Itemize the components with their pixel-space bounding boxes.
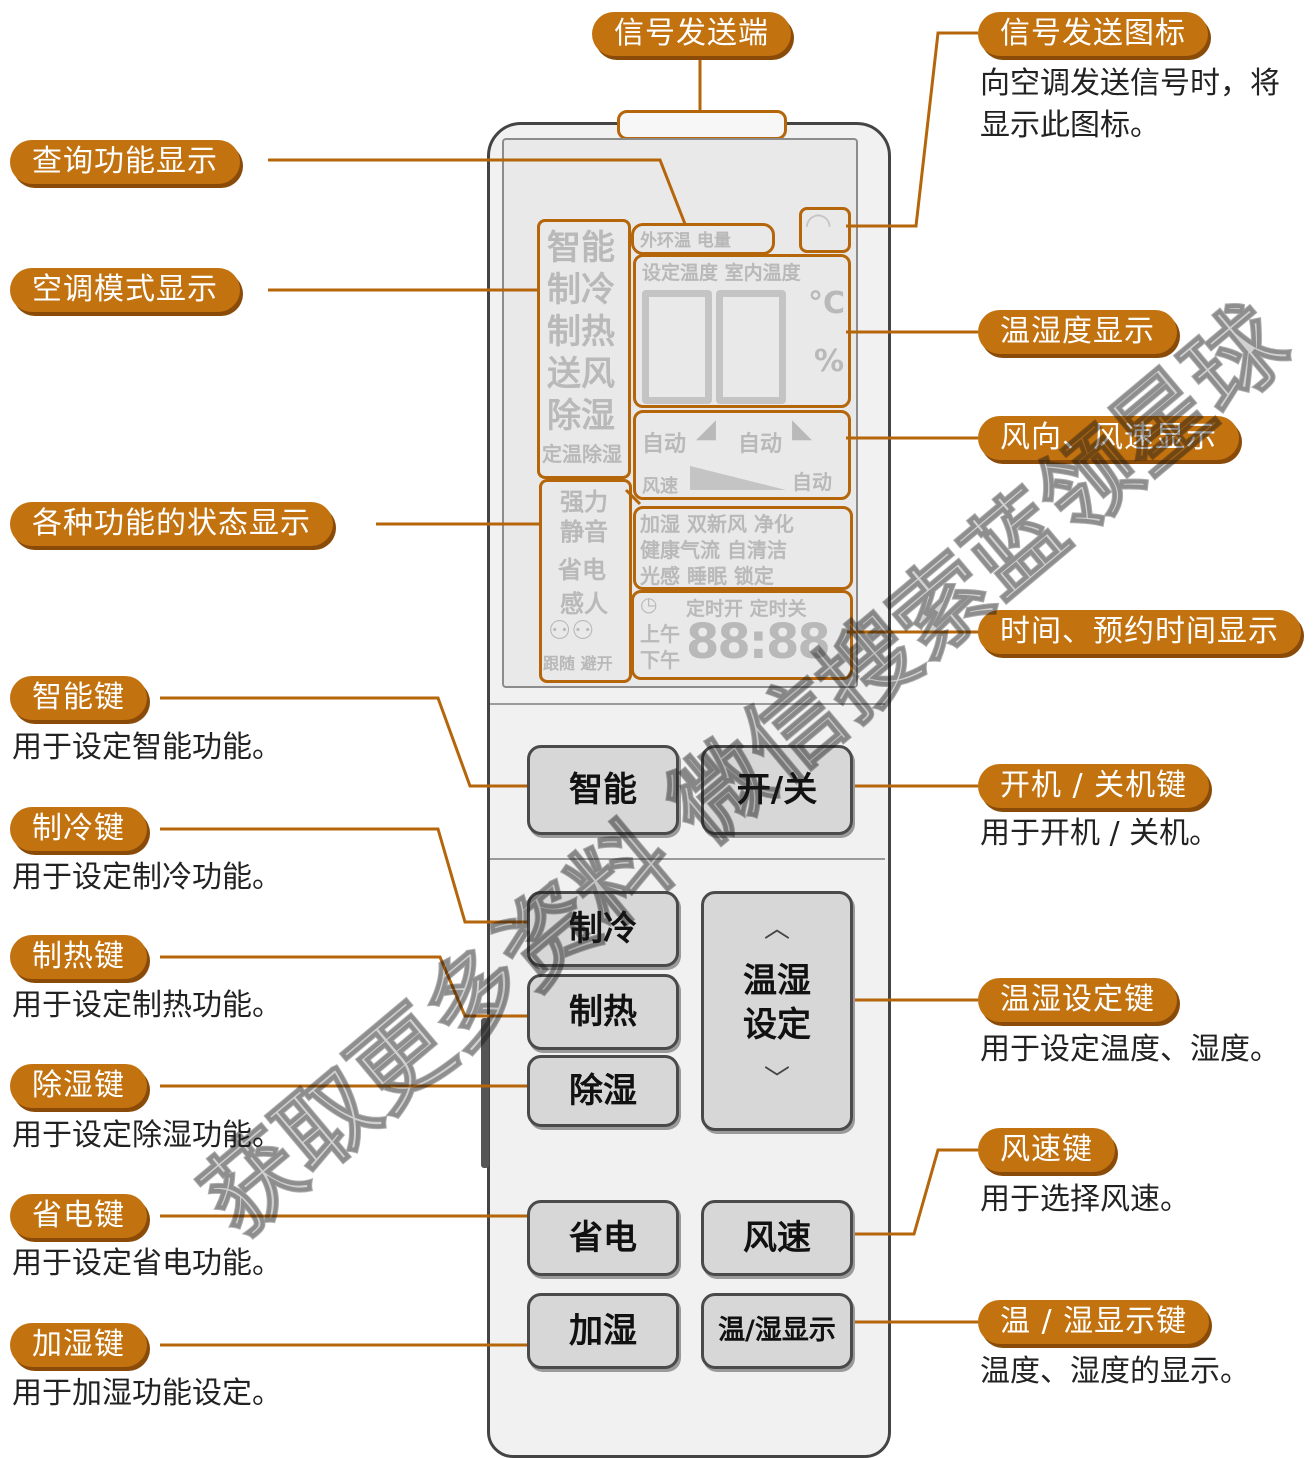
- lcd-status-left-box: [539, 479, 632, 683]
- lcd-mode-const-dehum: 定温除湿: [542, 442, 622, 466]
- lcd-unit-percent-icon: %: [814, 344, 845, 379]
- lcd-fan-auto: 自动: [792, 470, 832, 494]
- power-key-desc: 用于开机 / 关机。: [980, 816, 1220, 851]
- lcd-fan-speed-bars: [690, 466, 786, 490]
- lcd-mode-dehum: 除湿: [547, 396, 615, 436]
- lcd-time-box: [631, 590, 853, 680]
- callout-status-display: 各种功能的状态显示: [10, 502, 333, 546]
- signal-icon-desc-2: 显示此图标。: [980, 108, 1160, 143]
- down-arrow-icon[interactable]: ﹀: [763, 1065, 790, 1095]
- smart-button[interactable]: 智能: [527, 745, 679, 835]
- lcd-status-eco: 省电: [558, 556, 606, 584]
- remote-side-notch: [481, 1018, 489, 1168]
- lcd-status-sense: 感人: [560, 590, 608, 618]
- callout-dehum-key: 除湿键: [10, 1064, 147, 1108]
- fan-speed-button[interactable]: 风速: [701, 1200, 853, 1276]
- eco-key-desc: 用于设定省电功能。: [12, 1246, 282, 1281]
- lcd-status-quiet: 静音: [560, 518, 608, 546]
- eco-button[interactable]: 省电: [527, 1200, 679, 1276]
- heat-key-desc: 用于设定制热功能。: [12, 988, 282, 1023]
- lcd-timer-label: 定时开 定时关: [686, 598, 807, 620]
- person-icon: ⚇⚇: [548, 616, 595, 646]
- lcd-signal-box: [799, 207, 851, 253]
- lcd-status-follow: 跟随 避开: [543, 654, 613, 673]
- ir-emitter: [617, 110, 787, 140]
- callout-mode-display: 空调模式显示: [10, 268, 240, 312]
- callout-cool-key: 制冷键: [10, 807, 147, 851]
- hum-key-desc: 用于加湿功能设定。: [12, 1376, 282, 1411]
- callout-signal-icon: 信号发送图标: [978, 12, 1208, 56]
- lcd-wind-box: [633, 410, 851, 500]
- lcd-screen: [502, 138, 858, 688]
- lcd-time-digits: 88:88: [686, 614, 831, 670]
- lcd-status-right-2: 健康气流 自清洁: [640, 538, 787, 562]
- lcd-mode-smart: 智能: [547, 228, 615, 268]
- callout-signal-end: 信号发送端: [592, 12, 791, 56]
- callout-hum-key: 加湿键: [10, 1323, 147, 1367]
- lcd-am: 上午: [640, 622, 680, 646]
- callout-smart-key: 智能键: [10, 676, 147, 720]
- lcd-wind-auto-1: 自动: [642, 432, 687, 457]
- lcd-mode-cool: 制冷: [547, 270, 615, 310]
- cool-key-desc: 用于设定制冷功能。: [12, 860, 282, 895]
- callout-temp-set-key: 温湿设定键: [978, 978, 1177, 1022]
- lcd-mode-heat: 制热: [547, 312, 615, 352]
- callout-wind-display: 风向、风速显示: [978, 416, 1239, 460]
- button-area-divider: [490, 703, 885, 705]
- smart-key-desc: 用于设定智能功能。: [12, 730, 282, 765]
- dehum-button[interactable]: 除湿: [527, 1055, 679, 1127]
- signal-icon-desc-1: 向空调发送信号时，将: [980, 66, 1280, 101]
- lcd-wind-auto-2: 自动: [738, 432, 783, 457]
- lcd-digit-2: [716, 290, 786, 404]
- callout-fan-key: 风速键: [978, 1128, 1115, 1172]
- callout-time-display: 时间、预约时间显示: [978, 610, 1301, 654]
- fan-key-desc: 用于选择风速。: [980, 1182, 1190, 1217]
- dehum-key-desc: 用于设定除湿功能。: [12, 1118, 282, 1153]
- temp-set-label-2: 设定: [743, 1005, 811, 1045]
- heat-button[interactable]: 制热: [527, 974, 679, 1050]
- lcd-digit-1: [642, 290, 712, 404]
- lcd-unit-c-icon: °C: [808, 286, 846, 321]
- swing-fan-icon-2: ◣: [792, 414, 812, 444]
- temp-set-label-1: 温湿: [743, 961, 811, 1001]
- humidify-button[interactable]: 加湿: [527, 1293, 679, 1369]
- lcd-status-right-3: 光感 睡眠 锁定: [640, 564, 774, 588]
- lcd-mode-fan: 送风: [547, 354, 615, 394]
- lcd-mode-box: [537, 219, 631, 479]
- callout-query-display: 查询功能显示: [10, 140, 240, 184]
- lcd-query-box: [631, 223, 775, 255]
- disp-key-desc: 温度、湿度的显示。: [980, 1354, 1250, 1389]
- callout-power-key: 开机 / 关机键: [978, 764, 1210, 808]
- temp-set-key-desc: 用于设定温度、湿度。: [980, 1032, 1280, 1067]
- lcd-pm: 下午: [640, 648, 680, 672]
- button-area-divider-2: [490, 858, 885, 860]
- lcd-status-strong: 强力: [560, 488, 608, 516]
- lcd-status-right-1: 加湿 双新风 净化: [640, 512, 794, 536]
- lcd-status-right-box: [633, 506, 853, 590]
- callout-temp-hum-display: 温湿度显示: [978, 310, 1177, 354]
- callout-disp-key: 温 / 湿显示键: [978, 1300, 1210, 1344]
- lcd-temp-labels: 设定温度 室内温度: [642, 262, 801, 284]
- power-button[interactable]: 开/关: [701, 745, 853, 835]
- swing-fan-icon: ◢: [696, 414, 716, 444]
- lcd-fan-speed-label: 风速: [642, 476, 678, 497]
- wifi-signal-icon: ◠: [806, 205, 831, 243]
- up-arrow-icon[interactable]: ︿: [763, 914, 790, 944]
- temp-set-button[interactable]: ︿ 温湿 设定 ﹀: [701, 891, 853, 1131]
- display-toggle-button[interactable]: 温/湿显示: [701, 1293, 853, 1369]
- cool-button[interactable]: 制冷: [527, 891, 679, 967]
- clock-icon: ◷: [640, 592, 658, 616]
- lcd-query-text: 外环温 电量: [640, 231, 731, 251]
- callout-eco-key: 省电键: [10, 1194, 147, 1238]
- callout-heat-key: 制热键: [10, 935, 147, 979]
